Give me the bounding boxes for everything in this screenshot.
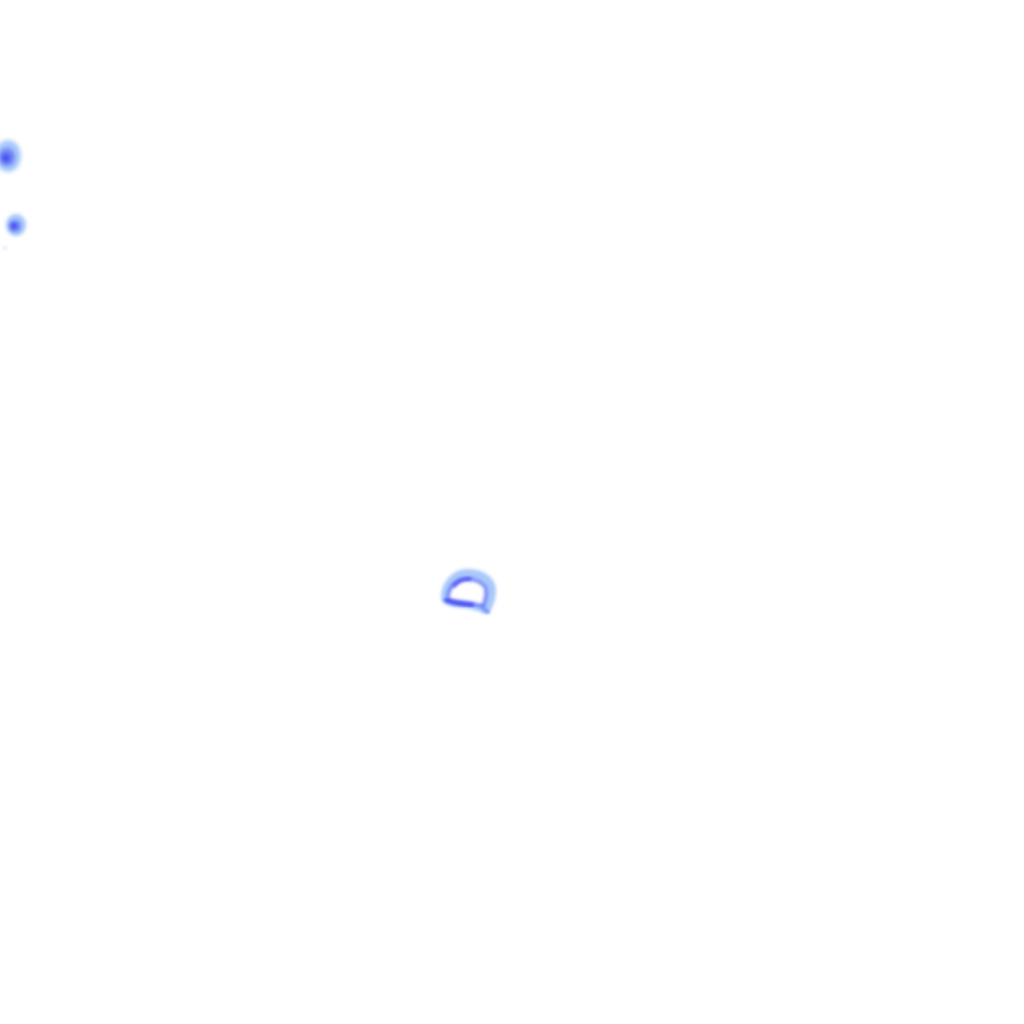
paint-blob-icon	[2, 210, 32, 250]
paint-blob-icon	[0, 136, 28, 178]
paint-loop-icon	[436, 564, 502, 620]
